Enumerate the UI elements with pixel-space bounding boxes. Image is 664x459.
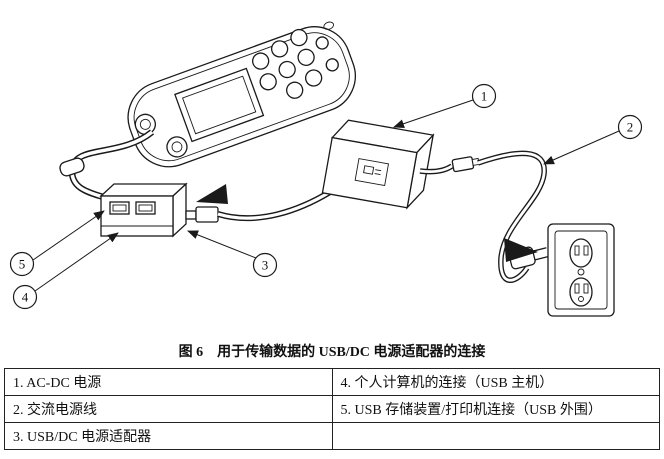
leader-2 — [543, 130, 620, 165]
callout-4: 4 — [12, 284, 38, 310]
legend-cell-5: 5. USB 存储装置/打印机连接（USB 外围） — [331, 395, 660, 423]
cord-connector — [451, 156, 480, 173]
leader-5 — [32, 210, 105, 261]
callout-3: 3 — [252, 252, 278, 278]
legend-cell-3: 3. USB/DC 电源适配器 — [4, 422, 333, 450]
handheld-meter — [127, 21, 356, 168]
callout-3-number: 3 — [262, 258, 269, 273]
legend-row-2: 2. 交流电源线 5. USB 存储装置/打印机连接（USB 外围） — [4, 395, 660, 423]
connection-diagram: 1 2 3 4 5 — [9, 21, 643, 317]
legend-cell-2: 2. 交流电源线 — [4, 395, 333, 423]
figure-illustration: 1 2 3 4 5 — [9, 21, 643, 317]
callout-5: 5 — [9, 251, 35, 277]
legend-row-1: 1. AC-DC 电源 4. 个人计算机的连接（USB 主机） — [4, 368, 660, 396]
legend-table: 1. AC-DC 电源 4. 个人计算机的连接（USB 主机） 2. 交流电源线… — [4, 368, 660, 450]
meter-usb-cable — [59, 129, 155, 202]
ferrite-bead — [59, 157, 85, 177]
legend-cell-1: 1. AC-DC 电源 — [4, 368, 333, 396]
callout-1-number: 1 — [481, 89, 488, 104]
leader-3 — [187, 230, 257, 259]
meter-probe-ports — [134, 113, 188, 158]
callout-1: 1 — [471, 83, 497, 109]
callout-4-number: 4 — [22, 290, 29, 305]
meter-screen — [174, 67, 265, 143]
figure-caption-text: 图 6 用于传输数据的 USB/DC 电源适配器的连接 — [178, 345, 486, 360]
brick-label — [354, 158, 390, 187]
wall-outlet — [547, 223, 615, 317]
insert-arrow-adapter — [196, 184, 228, 204]
leader-1 — [393, 99, 474, 129]
figure-caption: 图 6 用于传输数据的 USB/DC 电源适配器的连接 — [0, 343, 664, 363]
legend-row-3: 3. USB/DC 电源适配器 — [4, 422, 660, 450]
insert-arrow-plug — [504, 238, 538, 262]
ac-power-cord — [419, 150, 549, 283]
legend-cell-empty — [331, 422, 660, 450]
leader-4 — [34, 232, 119, 292]
legend-cell-4: 4. 个人计算机的连接（USB 主机） — [331, 368, 660, 396]
callout-5-number: 5 — [19, 257, 26, 272]
adapter-usb-plug — [185, 189, 332, 223]
ac-dc-power-brick — [321, 119, 435, 210]
callout-2: 2 — [617, 114, 643, 140]
meter-keypad — [252, 21, 339, 99]
callout-2-number: 2 — [627, 120, 634, 135]
usb-dc-adapter — [99, 182, 188, 238]
